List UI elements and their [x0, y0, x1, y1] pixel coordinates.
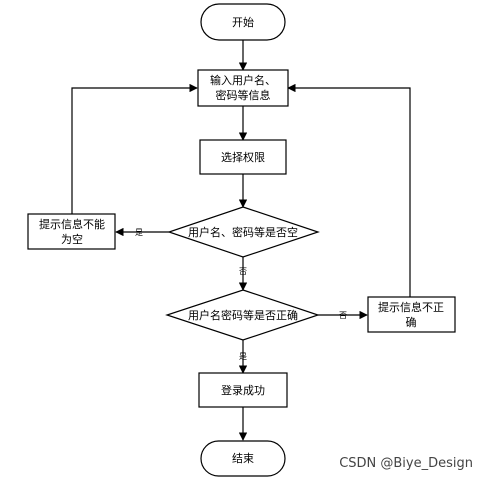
end-node-label: 结束 [232, 452, 254, 465]
watermark: CSDN @Biye_Design [339, 456, 473, 471]
input-credentials-node: 输入用户名、 密码等信息 [197, 69, 289, 107]
login-success-label: 登录成功 [221, 383, 265, 397]
end-node: 结束 [200, 440, 286, 477]
start-node-label: 开始 [232, 15, 254, 29]
wrong-message-label-line1: 提示信息不正 [378, 300, 444, 314]
empty-message-label-line2: 为空 [61, 232, 83, 246]
select-permission-label: 选择权限 [221, 150, 265, 164]
empty-message-label-line1: 提示信息不能 [39, 217, 105, 231]
input-credentials-label-line1: 输入用户名、 [210, 73, 276, 87]
check-empty-decision: 用户名、密码等是否空 [167, 206, 320, 258]
check-empty-label: 用户名、密码等是否空 [188, 225, 298, 239]
connectors [71, 40, 411, 441]
wrong-message-label-line2: 确 [406, 316, 417, 329]
input-credentials-label-line2: 密码等信息 [216, 88, 271, 102]
label-empty-yes: 是 [135, 228, 143, 237]
label-correct-yes: 是 [239, 352, 247, 361]
label-correct-no: 否 [339, 311, 347, 320]
check-correct-label: 用户名密码等是否正确 [188, 308, 298, 322]
edge-wrong-msg-back-to-input [287, 83, 411, 297]
empty-message-node: 提示信息不能 为空 [27, 213, 116, 250]
select-permission-node: 选择权限 [199, 139, 287, 175]
wrong-message-node: 提示信息不正 确 [367, 296, 456, 333]
check-correct-decision: 用户名密码等是否正确 [165, 289, 320, 341]
start-node: 开始 [200, 3, 286, 41]
login-success-node: 登录成功 [198, 372, 288, 408]
label-empty-no: 否 [239, 267, 247, 276]
edge-empty-msg-back-to-input [71, 83, 198, 214]
